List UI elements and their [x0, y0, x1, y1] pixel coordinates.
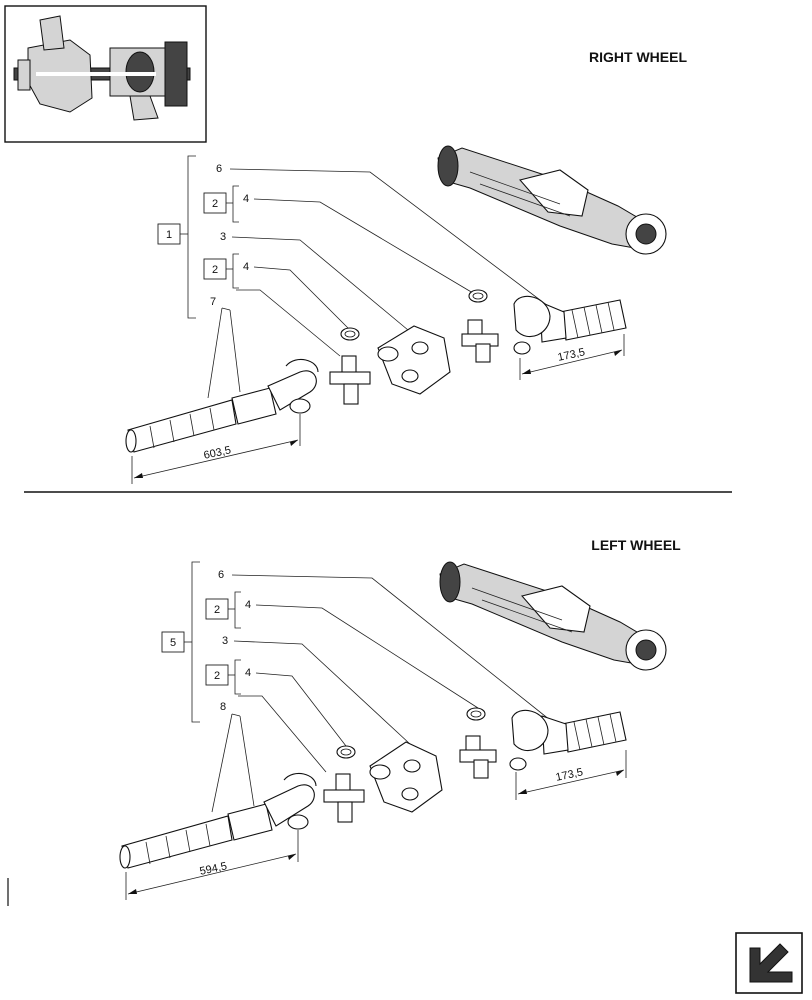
dimension-long-shaft: 603,5 — [203, 444, 232, 461]
double-yoke-coupling — [377, 325, 451, 395]
subassembly-ref-lower: 2 — [212, 264, 218, 276]
subassembly-ref-upper: 2 — [214, 604, 220, 616]
assembly-ref-box-5 — [161, 631, 185, 653]
drive-shaft-short-left — [509, 709, 627, 771]
universal-joint-cross-lower — [323, 773, 365, 823]
assembly-ref-5: 5 — [170, 637, 176, 649]
callout-3: 3 — [222, 635, 228, 647]
axle-housing-illustration — [437, 145, 667, 255]
dimension-long-shaft: 594,5 — [199, 860, 228, 877]
callout-6: 6 — [216, 163, 222, 175]
universal-joint-cross-upper — [461, 319, 499, 363]
double-yoke-coupling — [369, 741, 443, 813]
subassembly-ref-lower: 2 — [214, 670, 220, 682]
drive-shaft-long-right — [125, 358, 319, 453]
assembly-ref-1: 1 — [166, 229, 172, 241]
universal-joint-cross-lower — [329, 355, 371, 405]
dimension-short-shaft: 173,5 — [555, 766, 584, 783]
universal-joint-cross-upper — [459, 735, 497, 779]
callout-4-upper: 4 — [243, 193, 249, 205]
callout-7: 7 — [210, 296, 216, 308]
section-title-left-wheel: LEFT WHEEL — [591, 537, 681, 553]
axle-overview-icon[interactable] — [4, 5, 207, 143]
callout-6: 6 — [218, 569, 224, 581]
drive-shaft-long-left — [119, 772, 317, 869]
callout-3: 3 — [220, 231, 226, 243]
next-page-arrow-icon[interactable] — [735, 932, 803, 994]
drive-shaft-short-right — [513, 295, 627, 355]
subassembly-ref-upper: 2 — [212, 198, 218, 210]
callout-4-lower: 4 — [243, 261, 249, 273]
assembly-ref-box-1 — [157, 223, 181, 245]
axle-housing-illustration — [439, 561, 667, 671]
section-title-right-wheel: RIGHT WHEEL — [589, 49, 687, 65]
dimension-short-shaft: 173,5 — [557, 346, 586, 363]
callout-8: 8 — [220, 701, 226, 713]
callout-4-upper: 4 — [245, 599, 251, 611]
callout-4-lower: 4 — [245, 667, 251, 679]
